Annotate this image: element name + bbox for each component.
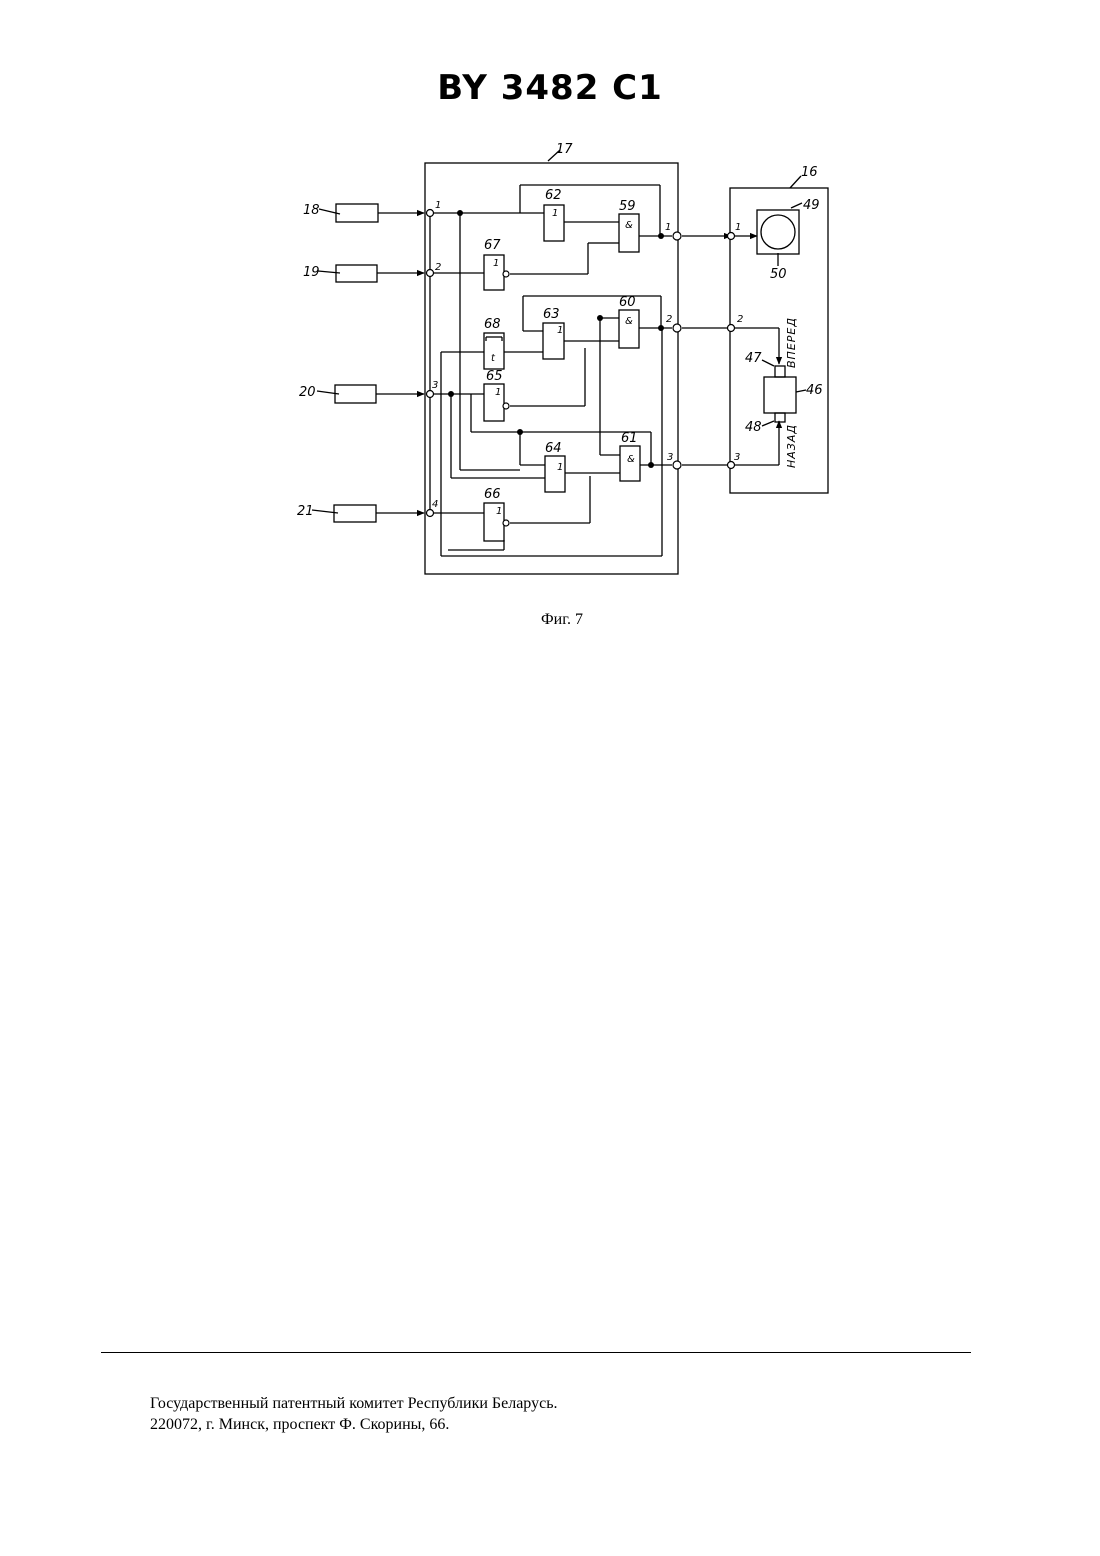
lamp-housing (757, 210, 799, 254)
output-pin-2: 2 (666, 314, 672, 325)
unit-16-pin-2: 2 (737, 314, 743, 325)
label-18: 18 (303, 203, 320, 218)
label-19: 19 (303, 265, 320, 280)
output-pin-3: 3 (667, 452, 673, 463)
footer-line-1: Государственный патентный комитет Респуб… (150, 1393, 558, 1414)
terminal-47 (775, 366, 785, 377)
label-backward: НАЗАД (785, 424, 798, 468)
unit-16-pin-1: 1 (735, 222, 741, 233)
lamp-49 (761, 215, 795, 249)
external-block-21 (334, 505, 376, 522)
label-61: 61 (621, 431, 638, 446)
label-49: 49 (803, 198, 820, 213)
label-50: 50 (770, 267, 787, 282)
label-unit-17: 17 (556, 142, 573, 157)
label-21: 21 (297, 504, 314, 519)
motor-46 (764, 377, 796, 413)
label-47: 47 (745, 351, 762, 366)
symbol-61: & (627, 454, 635, 465)
label-59: 59 (619, 199, 636, 214)
symbol-63: 1 (557, 325, 563, 336)
label-20: 20 (299, 385, 316, 400)
circuit-diagram: 18 19 20 21 17 16 1 2 3 4 1 2 3 1 2 3 62… (0, 0, 1100, 640)
footer: Государственный патентный комитет Респуб… (150, 1393, 558, 1435)
label-67: 67 (484, 238, 501, 253)
label-48: 48 (745, 420, 762, 435)
terminal-48 (775, 413, 785, 422)
label-forward: ВПЕРЕД (785, 317, 798, 368)
label-68: 68 (484, 317, 501, 332)
input-pin-4: 4 (432, 499, 438, 510)
label-65: 65 (486, 369, 503, 384)
unit-16-pin-3: 3 (734, 452, 740, 463)
footer-divider (101, 1352, 971, 1353)
footer-line-2: 220072, г. Минск, проспект Ф. Скорины, 6… (150, 1414, 558, 1435)
label-60: 60 (619, 295, 636, 310)
label-46: 46 (806, 383, 823, 398)
output-pin-1: 1 (665, 222, 671, 233)
label-66: 66 (484, 487, 501, 502)
symbol-67: 1 (493, 258, 499, 269)
symbol-59: & (625, 220, 633, 231)
symbol-64: 1 (557, 462, 563, 473)
symbol-60: & (625, 316, 633, 327)
symbol-66: 1 (496, 506, 502, 517)
figure-caption: Фиг. 7 (0, 611, 1100, 629)
external-block-18 (336, 204, 378, 222)
symbol-62: 1 (552, 208, 558, 219)
external-block-19 (336, 265, 377, 282)
input-pin-3: 3 (432, 380, 438, 391)
input-pin-2: 2 (435, 262, 441, 273)
label-63: 63 (543, 307, 560, 322)
label-62: 62 (545, 188, 562, 203)
label-64: 64 (545, 441, 562, 456)
symbol-65: 1 (495, 387, 501, 398)
input-pin-1: 1 (435, 200, 441, 211)
symbol-68: t (491, 353, 496, 364)
label-unit-16: 16 (801, 165, 818, 180)
external-block-20 (335, 385, 376, 403)
